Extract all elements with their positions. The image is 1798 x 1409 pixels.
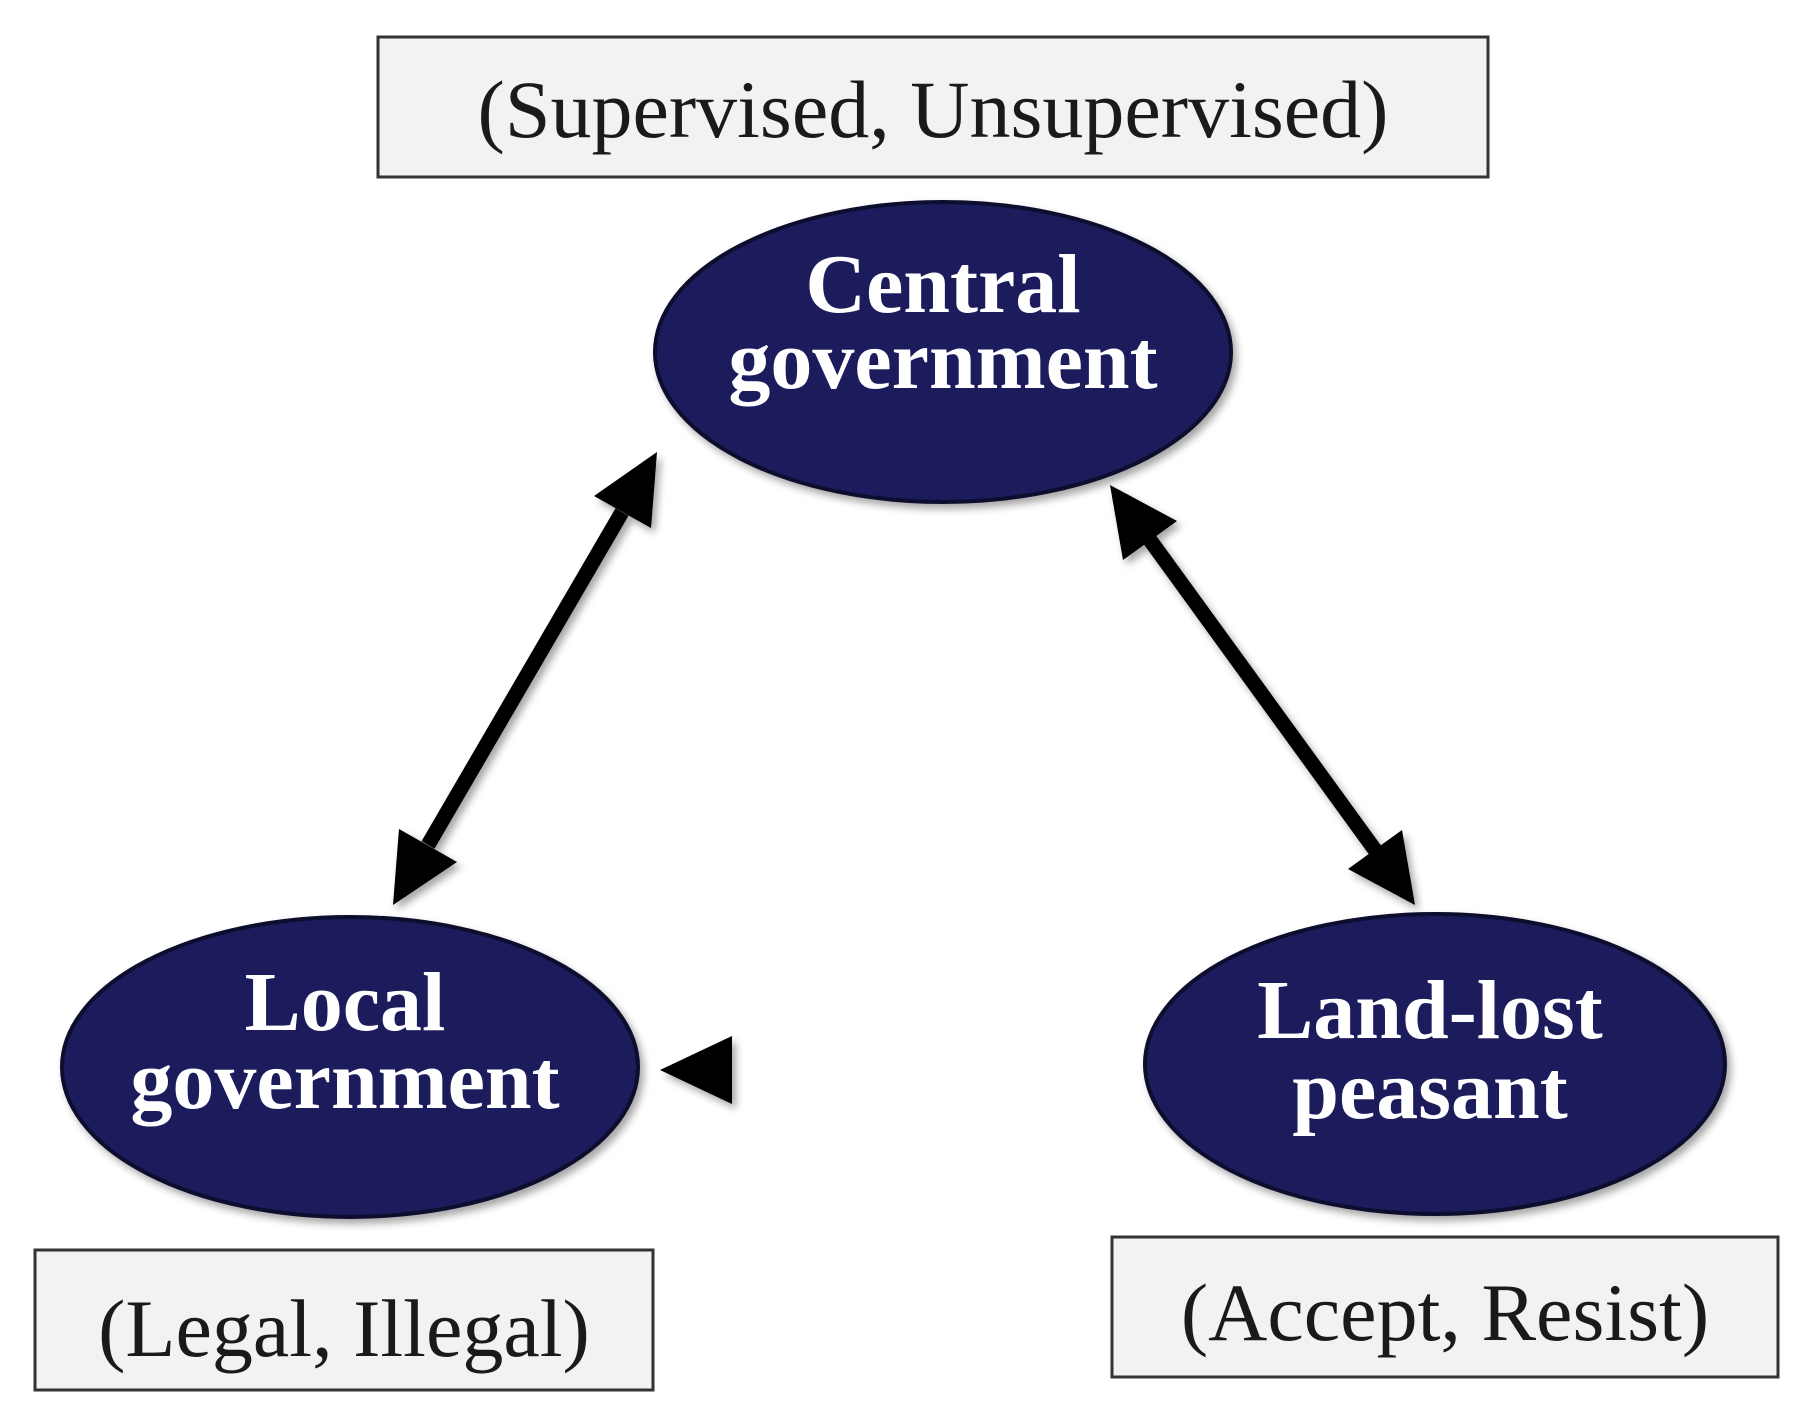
arrow-peasant-local (660, 1036, 1150, 1104)
local-label-line1: Local (245, 956, 446, 1049)
arrowhead-to-local-2 (660, 1036, 732, 1104)
node-local-government: Local government (60, 915, 640, 1219)
node-central-government: Central government (653, 200, 1233, 504)
node-land-lost-peasant: Land-lost peasant (1143, 912, 1727, 1216)
arrowhead-to-central-2 (1110, 485, 1177, 560)
local-strategies-box: (Legal, Illegal) (33, 1248, 655, 1392)
arrow-central-local (393, 452, 657, 905)
local-label-line2: government (130, 1034, 559, 1127)
local-strategies-frame (33, 1248, 655, 1392)
arrows (393, 452, 1415, 1104)
central-strategies-frame (376, 35, 1490, 179)
arrow-central-peasant (1110, 485, 1415, 905)
peasant-strategies-box: (Accept, Resist) (1110, 1235, 1780, 1379)
central-strategies-label: (Supervised, Unsupervised) (478, 64, 1389, 155)
central-ellipse (653, 200, 1233, 504)
central-label-line1: Central (805, 238, 1080, 331)
peasant-strategies-label: (Accept, Resist) (1181, 1267, 1709, 1358)
local-ellipse (60, 915, 640, 1219)
arrowhead-to-central (594, 452, 657, 528)
peasant-label-line2: peasant (1292, 1044, 1567, 1137)
central-label-line2: government (728, 314, 1157, 407)
peasant-label-line1: Land-lost (1257, 964, 1602, 1057)
peasant-ellipse (1143, 912, 1727, 1216)
arrowhead-to-peasant (1348, 830, 1415, 905)
central-strategies-box: (Supervised, Unsupervised) (376, 35, 1490, 179)
local-strategies-label: (Legal, Illegal) (98, 1283, 590, 1374)
peasant-strategies-frame (1110, 1235, 1780, 1379)
arrowhead-to-local (393, 829, 457, 905)
